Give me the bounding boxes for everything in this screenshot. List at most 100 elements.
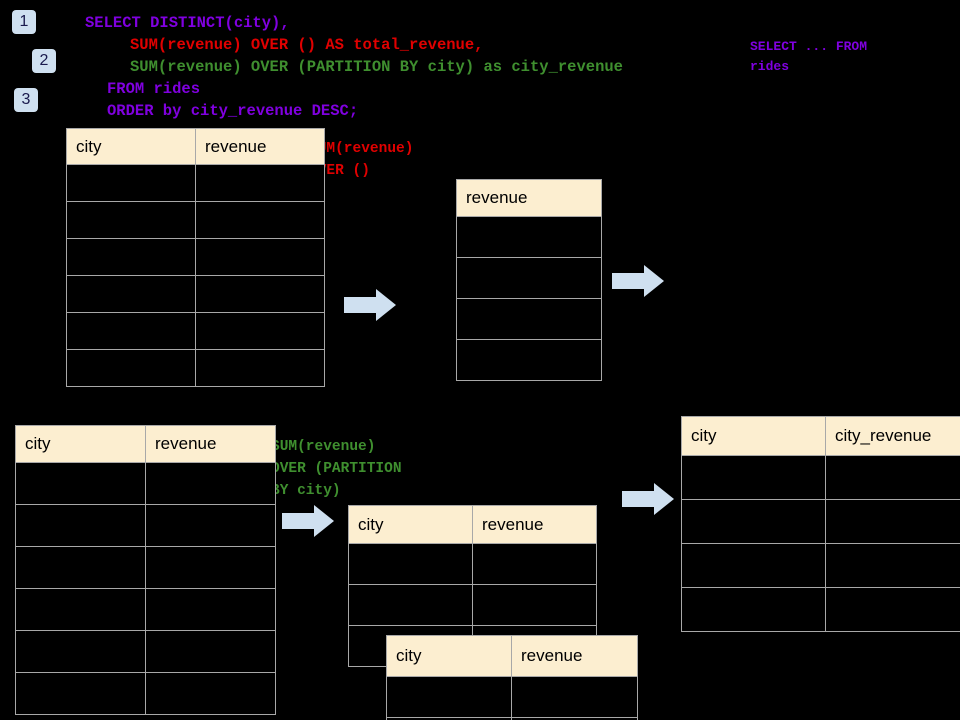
cell-revenue [195,164,325,202]
table-header-row: city revenue [348,505,597,544]
annotation-over-empty-line1: SUM(revenue) [309,141,414,157]
table-total-revenue: revenue [456,179,602,381]
column-header-revenue: revenue [472,505,597,544]
table-row [15,672,276,715]
table-partition-back: city revenue [348,505,597,667]
cell-city-revenue [825,455,960,500]
arrow-bottom-right [622,482,674,521]
column-header-revenue: revenue [511,635,638,677]
cell-revenue [145,546,276,589]
cell-revenue [472,543,597,585]
cell-revenue [472,584,597,626]
table-row [66,349,325,387]
table-row [66,164,325,202]
cell-revenue [145,588,276,631]
column-header-city: city [15,425,146,463]
cell-city [66,312,196,350]
table-header-row: city revenue [15,425,276,463]
table-rides-source-top: city revenue [66,128,325,387]
table-row [348,584,597,626]
column-header-revenue: revenue [195,128,325,165]
cell-revenue [195,275,325,313]
cell-city-revenue [825,543,960,588]
table-row [456,257,602,299]
cell-city [66,238,196,276]
annotation-over-partition-line1: SUM(revenue) [271,439,376,455]
table-row [681,543,960,588]
table-row [15,462,276,505]
table-row [66,312,325,350]
table-row [66,275,325,313]
table-city-revenue-result: city city_revenue [681,416,960,632]
cell-revenue [456,216,602,258]
column-header-revenue: revenue [456,179,602,217]
cell-revenue [145,672,276,715]
cell-revenue [456,257,602,299]
cell-city [681,499,826,544]
sql-line-sum-over-empty: SUM(revenue) OVER () AS total_revenue, [130,36,484,54]
arrow-top-left [344,288,396,327]
annotation-over-partition-line2: OVER (PARTITION [271,461,402,477]
annotation-over-partition-line3: BY city) [271,483,341,499]
cell-revenue [195,312,325,350]
column-header-city: city [348,505,473,544]
cell-city [681,587,826,632]
table-rides-source-bottom: city revenue [15,425,276,715]
side-note-select-from-line1: SELECT ... FROM [750,39,868,54]
table-row [681,587,960,632]
step-badge-1: 1 [12,10,36,34]
table-header-row: city city_revenue [681,416,960,456]
table-row [386,676,638,718]
table-row [456,298,602,340]
cell-city [15,588,146,631]
sql-line-from: FROM rides [107,80,201,98]
table-row [456,339,602,381]
side-note-select-from-line2: rides [750,59,790,74]
cell-city [15,462,146,505]
cell-revenue [145,504,276,547]
cell-revenue [195,238,325,276]
sql-line-order-by: ORDER by city_revenue DESC; [107,102,359,120]
column-header-city-revenue: city_revenue [825,416,960,456]
cell-city [66,349,196,387]
cell-revenue [195,349,325,387]
table-row [15,588,276,631]
table-row [66,201,325,239]
cell-city-revenue [825,499,960,544]
step-badge-2: 2 [32,49,56,73]
sql-line-select: SELECT DISTINCT(city), [85,14,290,32]
cell-revenue [145,630,276,673]
arrow-bottom-left [282,504,334,543]
cell-city [681,455,826,500]
cell-city [386,676,512,718]
cell-city [66,201,196,239]
column-header-city: city [66,128,196,165]
arrow-top-right [612,264,664,303]
column-header-city: city [681,416,826,456]
table-row [681,455,960,500]
cell-revenue [456,298,602,340]
cell-city [66,164,196,202]
cell-revenue [511,676,638,718]
cell-city [348,543,473,585]
table-header-row: city revenue [66,128,325,165]
table-row [348,543,597,585]
table-row [456,216,602,258]
cell-city [15,546,146,589]
table-row [15,630,276,673]
table-header-row: city revenue [386,635,638,677]
table-row [66,238,325,276]
cell-revenue [145,462,276,505]
step-badge-3: 3 [14,88,38,112]
column-header-city: city [386,635,512,677]
cell-revenue [456,339,602,381]
sql-line-sum-over-partition: SUM(revenue) OVER (PARTITION BY city) as… [130,58,623,76]
cell-city [681,543,826,588]
table-header-row: revenue [456,179,602,217]
table-row [15,504,276,547]
cell-city [15,504,146,547]
cell-city [15,672,146,715]
table-partition-front: city revenue [386,635,638,720]
cell-city [15,630,146,673]
